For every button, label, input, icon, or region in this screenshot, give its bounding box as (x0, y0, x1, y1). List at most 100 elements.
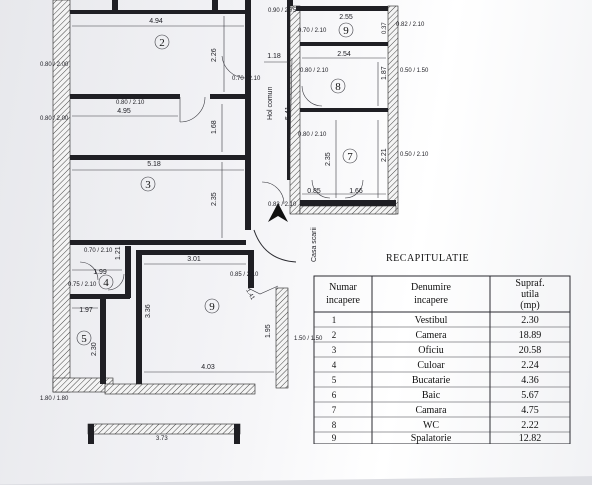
dim-037: 0.37 (382, 22, 388, 34)
table-row: 4 Culoar 2.24 (332, 360, 539, 371)
svg-text:3: 3 (332, 345, 337, 355)
wall-room9b-left (136, 250, 142, 384)
dim-518: 5.18 (147, 161, 161, 168)
dim-197: 1.97 (79, 307, 93, 314)
svg-text:4.36: 4.36 (521, 375, 539, 386)
dim-085: 0.85 (307, 188, 321, 195)
door-swing-room5 (107, 273, 125, 291)
opening-180-180: 1.80 / 1.80 (40, 396, 69, 402)
header-area-2: utila (521, 289, 539, 300)
svg-text:8: 8 (335, 81, 341, 93)
opening-085-210: 0.85 / 2.10 (230, 272, 259, 278)
wall-room2-bottom (70, 94, 180, 99)
svg-text:5: 5 (81, 333, 87, 345)
svg-text:2: 2 (159, 37, 165, 49)
table-row: 6 Baic 5.67 (332, 390, 539, 401)
dim-230: 2.30 (91, 342, 98, 356)
svg-text:Spalatorie: Spalatorie (411, 433, 452, 444)
outer-wall-lower-block (87, 423, 241, 435)
table-row: 9 Spalatorie 12.82 (332, 433, 542, 444)
svg-text:Culoar: Culoar (417, 360, 445, 371)
dim-221: 2.21 (381, 148, 388, 162)
svg-text:3: 3 (145, 179, 151, 191)
outer-wall-south (104, 383, 256, 395)
wall-top-room2 (70, 10, 248, 14)
room-label-4: 4 (98, 274, 114, 290)
dim-199: 1.99 (93, 269, 107, 276)
door-swing-entry (261, 181, 285, 205)
door-swing-room2 (179, 96, 206, 123)
header-name-1: Denumire (411, 282, 452, 293)
svg-text:Baic: Baic (422, 390, 441, 401)
door-swing-room4 (79, 261, 99, 281)
hall-label: Hol comun (267, 86, 274, 120)
svg-text:4: 4 (332, 360, 337, 370)
wall-room9-top (296, 6, 396, 11)
outer-wall-east (387, 5, 399, 215)
entry-arrow-icon (268, 203, 288, 222)
svg-text:7: 7 (332, 405, 337, 415)
outer-wall-room9b (275, 287, 289, 389)
opening-070-210-c: 0.70 / 2.10 (84, 248, 113, 254)
svg-text:9: 9 (343, 25, 349, 37)
wall-lower-right (234, 424, 240, 444)
table-row: 5 Bucatarie 4.36 (332, 375, 539, 386)
opening-050-150: 0.50 / 1.50 (400, 68, 429, 74)
stair-label: Casa scarii (311, 227, 318, 262)
opening-080-210-c: 0.80 / 2.10 (298, 132, 327, 138)
dim-235b: 2.35 (325, 152, 332, 166)
svg-text:8: 8 (332, 420, 337, 430)
wall-room8-bottom (300, 108, 388, 112)
wall-lower-left (88, 424, 94, 444)
opening-080-210-b: 0.80 / 2.10 (300, 68, 329, 74)
svg-text:Oficiu: Oficiu (418, 345, 444, 356)
floor-plan-drawing: 2 3 4 5 7 8 9 9 Hol comun Casa scarii 4.… (40, 0, 571, 444)
dim-168: 1.68 (211, 120, 218, 134)
dim-403: 4.03 (201, 364, 215, 371)
door-swing-room8 (301, 85, 323, 107)
room-label-8: 8 (330, 78, 346, 94)
wall-stub (112, 0, 118, 12)
dim-235a: 2.35 (211, 192, 218, 206)
wall-room4-right (125, 246, 131, 298)
table-row: 7 Camara 4.75 (332, 405, 539, 416)
room-label-9-top: 9 (338, 22, 354, 38)
header-area-3: (mp) (520, 300, 539, 311)
header-num-1: Numar (329, 282, 357, 293)
dim-301: 3.01 (187, 256, 201, 263)
opening-150-150: 1.50 / 1.50 (294, 336, 323, 342)
header-area-1: Supraf. (515, 278, 544, 289)
svg-text:6: 6 (332, 390, 337, 400)
opening-083-210: 0.83 / 2.10 (268, 202, 297, 208)
door-room9b (247, 285, 279, 295)
opening-080-210-a: 0.80 / 2.10 (116, 100, 145, 106)
recap-title: RECAPITULATIE (386, 253, 469, 264)
opening-080-200-b: 0.80 / 2.00 (40, 116, 69, 122)
wall-room9b-top (136, 250, 248, 255)
stair-curve (253, 229, 297, 263)
opening-080-200-a: 0.80 / 2.00 (40, 62, 69, 68)
svg-text:Camera: Camera (415, 330, 447, 341)
dim-254: 2.54 (337, 51, 351, 58)
opening-050-210: 0.50 / 2.10 (400, 152, 429, 158)
recap-table (313, 275, 571, 444)
svg-text:Bucatarie: Bucatarie (412, 375, 451, 386)
room-label-7: 7 (342, 148, 358, 164)
wall-room9-bottom (300, 42, 388, 46)
dim-166: 1.66 (349, 188, 363, 195)
svg-text:9: 9 (209, 301, 215, 313)
room-label-3: 3 (140, 176, 156, 192)
room-label-2: 2 (154, 34, 170, 50)
dim-541: 5.41 (285, 106, 292, 120)
header-num-2: incapere (326, 295, 360, 306)
opening-075-210: 0.75 / 2.10 (68, 282, 97, 288)
svg-text:2.30: 2.30 (521, 315, 539, 326)
outer-wall-west (52, 0, 71, 393)
svg-text:5.67: 5.67 (521, 390, 539, 401)
wall-room3-top (70, 155, 246, 160)
dim-255: 2.55 (339, 14, 353, 21)
svg-text:18.89: 18.89 (519, 330, 542, 341)
header-name-2: incapere (414, 295, 448, 306)
outer-wall-room7 (299, 205, 397, 215)
